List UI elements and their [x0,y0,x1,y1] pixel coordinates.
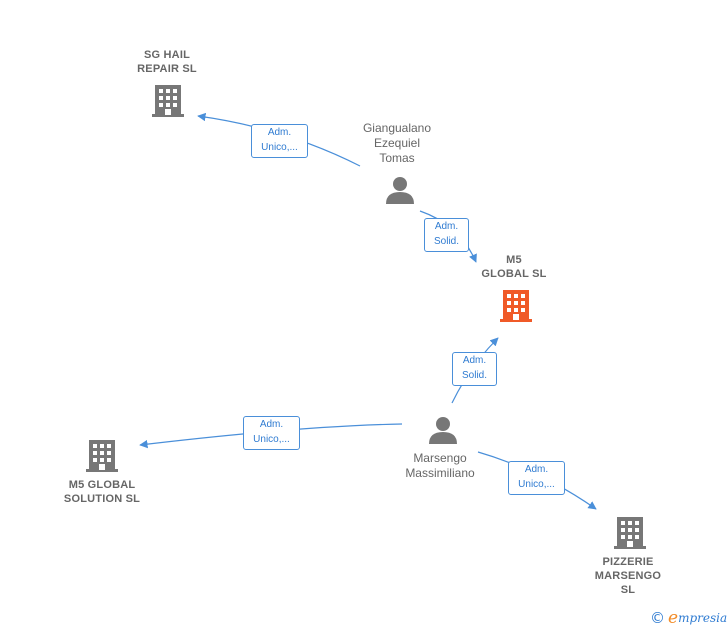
edge-label: Adm. Unico,... [251,124,308,158]
building-icon[interactable] [614,517,646,549]
edge-label: Adm. Solid. [424,218,469,252]
person-icon[interactable] [429,417,457,444]
copyright-icon: © [650,609,665,627]
company-label-sg-hail[interactable]: SG HAIL REPAIR SL [137,49,197,75]
company-label-pizzerie[interactable]: PIZZERIE MARSENGO SL [594,556,662,596]
edge-label: Adm. Unico,... [508,461,565,495]
building-icon[interactable] [86,440,118,472]
company-label-m5-global[interactable]: M5 GLOBAL SL [481,254,547,280]
edge-label: Adm. Unico,... [243,416,300,450]
person-icon[interactable] [386,177,414,204]
brand-name: mpresia [678,611,728,625]
person-label-marsengo[interactable]: Marsengo Massimiliano [405,451,475,480]
edge-label: Adm. Solid. [452,352,497,386]
person-label-giangualano[interactable]: Giangualano Ezequiel Tomas [362,121,432,165]
brand-letter: e [668,608,679,628]
building-icon[interactable] [500,290,532,322]
building-icon[interactable] [152,85,184,117]
company-label-m5-solution[interactable]: M5 GLOBAL SOLUTION SL [63,479,141,505]
